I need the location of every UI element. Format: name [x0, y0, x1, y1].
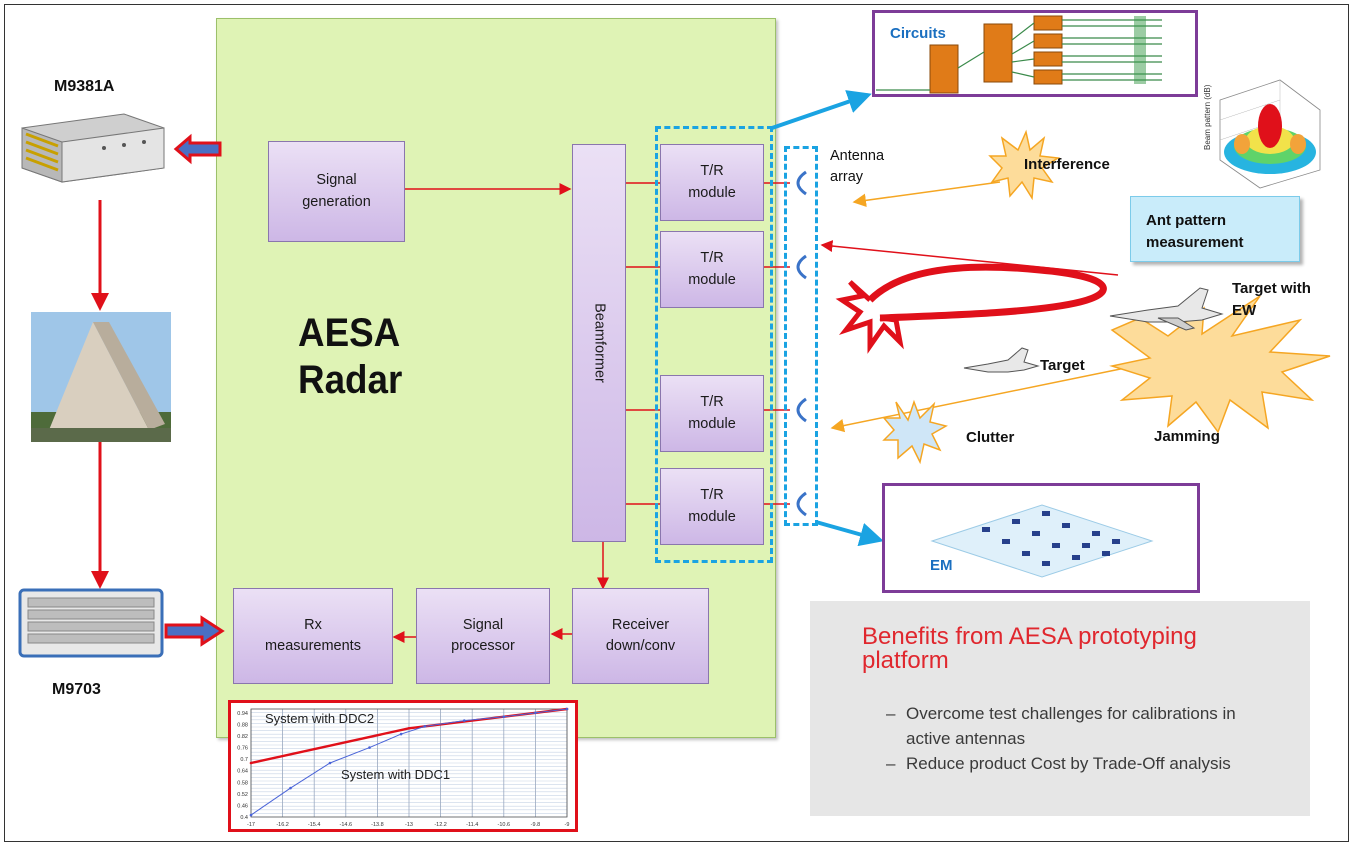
antenna-pattern-3d-plot — [1219, 79, 1321, 189]
m9381a-label: M9381A — [54, 78, 115, 95]
antenna-element-4 — [796, 491, 807, 517]
series-point-2 — [423, 725, 427, 728]
jamming-starburst — [1109, 295, 1331, 434]
y-tick-label: 0.64 — [237, 769, 248, 775]
y-tick-label: 0.94 — [237, 711, 248, 717]
antenna-array-group — [784, 146, 818, 526]
tr-module-1: T/R module — [660, 144, 764, 221]
antenna-label-line1: Antenna — [830, 148, 885, 164]
series-label-ddc2: System with DDC2 — [265, 711, 374, 726]
antenna-element-2 — [796, 254, 807, 280]
benefit-item-1: –Overcome test challenges for calibratio… — [876, 701, 1276, 751]
series-point-2 — [565, 707, 569, 711]
y-tick-label: 0.4 — [240, 815, 248, 821]
benefits-list: –Overcome test challenges for calibratio… — [876, 701, 1276, 776]
m9381a-input-arrow — [173, 133, 222, 165]
antenna-label-line2: array — [830, 169, 864, 186]
benefit-text-1: Overcome test challenges for calibration… — [906, 704, 1236, 748]
x-tick-label: -13.8 — [371, 822, 384, 828]
x-tick-label: -14.6 — [340, 822, 353, 828]
beamformer-block: Beamformer — [572, 144, 626, 542]
signal-generation-block: Signal generation — [268, 141, 405, 242]
chart-svg: -17 -16.2 -15.4 -14.6 -13.8 -13 -12.2 -11.4 -10.… — [237, 707, 570, 828]
fighter-jet-ew-image — [1109, 287, 1224, 331]
series-point-2 — [534, 711, 537, 715]
series-point-1 — [407, 726, 411, 730]
m9381a-instrument-image — [21, 113, 165, 183]
series-point-2 — [463, 719, 466, 722]
rx-measurements-block: Rx measurements — [233, 588, 393, 684]
target-label: Target — [1040, 357, 1085, 374]
benefit-item-2: –Reduce product Cost by Trade-Off analys… — [876, 751, 1276, 776]
clutter-label: Clutter — [966, 429, 1015, 446]
x-tick-label: -11.4 — [466, 822, 478, 828]
series-line-2 — [250, 708, 568, 816]
y-tick-label: 0.58 — [237, 780, 248, 786]
fighter-jet-image — [963, 347, 1040, 373]
target-with-ew-label: Target with EW — [1232, 280, 1311, 319]
x-tick-label: -9.8 — [531, 822, 540, 828]
jamming-label: Jamming — [1154, 428, 1220, 445]
m9703-output-arrow — [164, 615, 225, 647]
title-line-2: Radar — [298, 358, 403, 403]
ddc-comparison-chart: -17 -16.2 -15.4 -14.6 -13.8 -13 -12.2 -11.4 -10.… — [228, 700, 578, 832]
series-label-ddc1: System with DDC1 — [341, 767, 450, 782]
x-tick-label: -12.2 — [434, 822, 447, 828]
series-point-2 — [249, 813, 253, 817]
y-tick-label: 0.88 — [237, 722, 248, 728]
m9703-instrument-image — [18, 588, 164, 658]
em-label: EM — [930, 557, 953, 574]
y-tick-label: 0.7 — [240, 757, 248, 763]
y-tick-label: 0.82 — [237, 734, 248, 740]
tr-module-4: T/R module — [660, 468, 764, 545]
m9703-label: M9703 — [52, 681, 101, 698]
radar-building-image — [31, 312, 171, 442]
x-tick-label: -17 — [247, 822, 255, 828]
tr-module-group — [655, 126, 773, 563]
series-point-2 — [399, 732, 403, 736]
series-point-2 — [328, 761, 332, 765]
antenna-array-label: Antenna array — [830, 146, 884, 188]
series-point-1 — [249, 761, 253, 765]
x-tick-label: -9 — [565, 822, 570, 828]
antenna-element-3 — [796, 397, 807, 423]
tr-module-2: T/R module — [660, 231, 764, 308]
title-line-1: AESA — [298, 311, 401, 355]
x-tick-label: -13 — [405, 822, 413, 828]
aesa-radar-title: AESA Radar — [298, 310, 402, 404]
x-tick-label: -15.4 — [308, 822, 321, 828]
ant-pattern-label: Ant pattern measurement — [1146, 212, 1244, 251]
ant-pattern-callout — [1130, 196, 1300, 262]
circuits-label: Circuits — [890, 25, 946, 42]
interference-label: Interference — [1024, 156, 1110, 173]
y-tick-label: 0.52 — [237, 792, 248, 798]
slide-frame — [4, 4, 1349, 842]
benefits-title: Benefits from AESA prototyping platform — [862, 623, 1197, 674]
em-array-model — [930, 504, 1154, 578]
tr-module-3: T/R module — [660, 375, 764, 452]
x-tick-label: -10.6 — [498, 822, 511, 828]
series-point-2 — [289, 786, 292, 790]
y-tick-label: 0.46 — [237, 803, 248, 809]
benefits-panel: Benefits from AESA prototyping platform … — [810, 601, 1310, 816]
interference-starburst — [988, 129, 1061, 201]
antenna-element-1 — [796, 170, 807, 196]
circuits-schematic — [876, 15, 1162, 94]
x-tick-label: -16.2 — [276, 822, 289, 828]
bullet-dash: – — [886, 754, 896, 773]
series-point-2 — [502, 715, 506, 719]
series-point-2 — [368, 746, 371, 749]
benefit-text-2: Reduce product Cost by Trade-Off analysi… — [906, 754, 1231, 773]
bullet-dash: – — [886, 704, 896, 723]
clutter-starburst — [882, 399, 948, 465]
y-tick-label: 0.76 — [237, 746, 248, 752]
signal-processor-block: Signal processor — [416, 588, 550, 684]
receiver-block: Receiver down/conv — [572, 588, 709, 684]
